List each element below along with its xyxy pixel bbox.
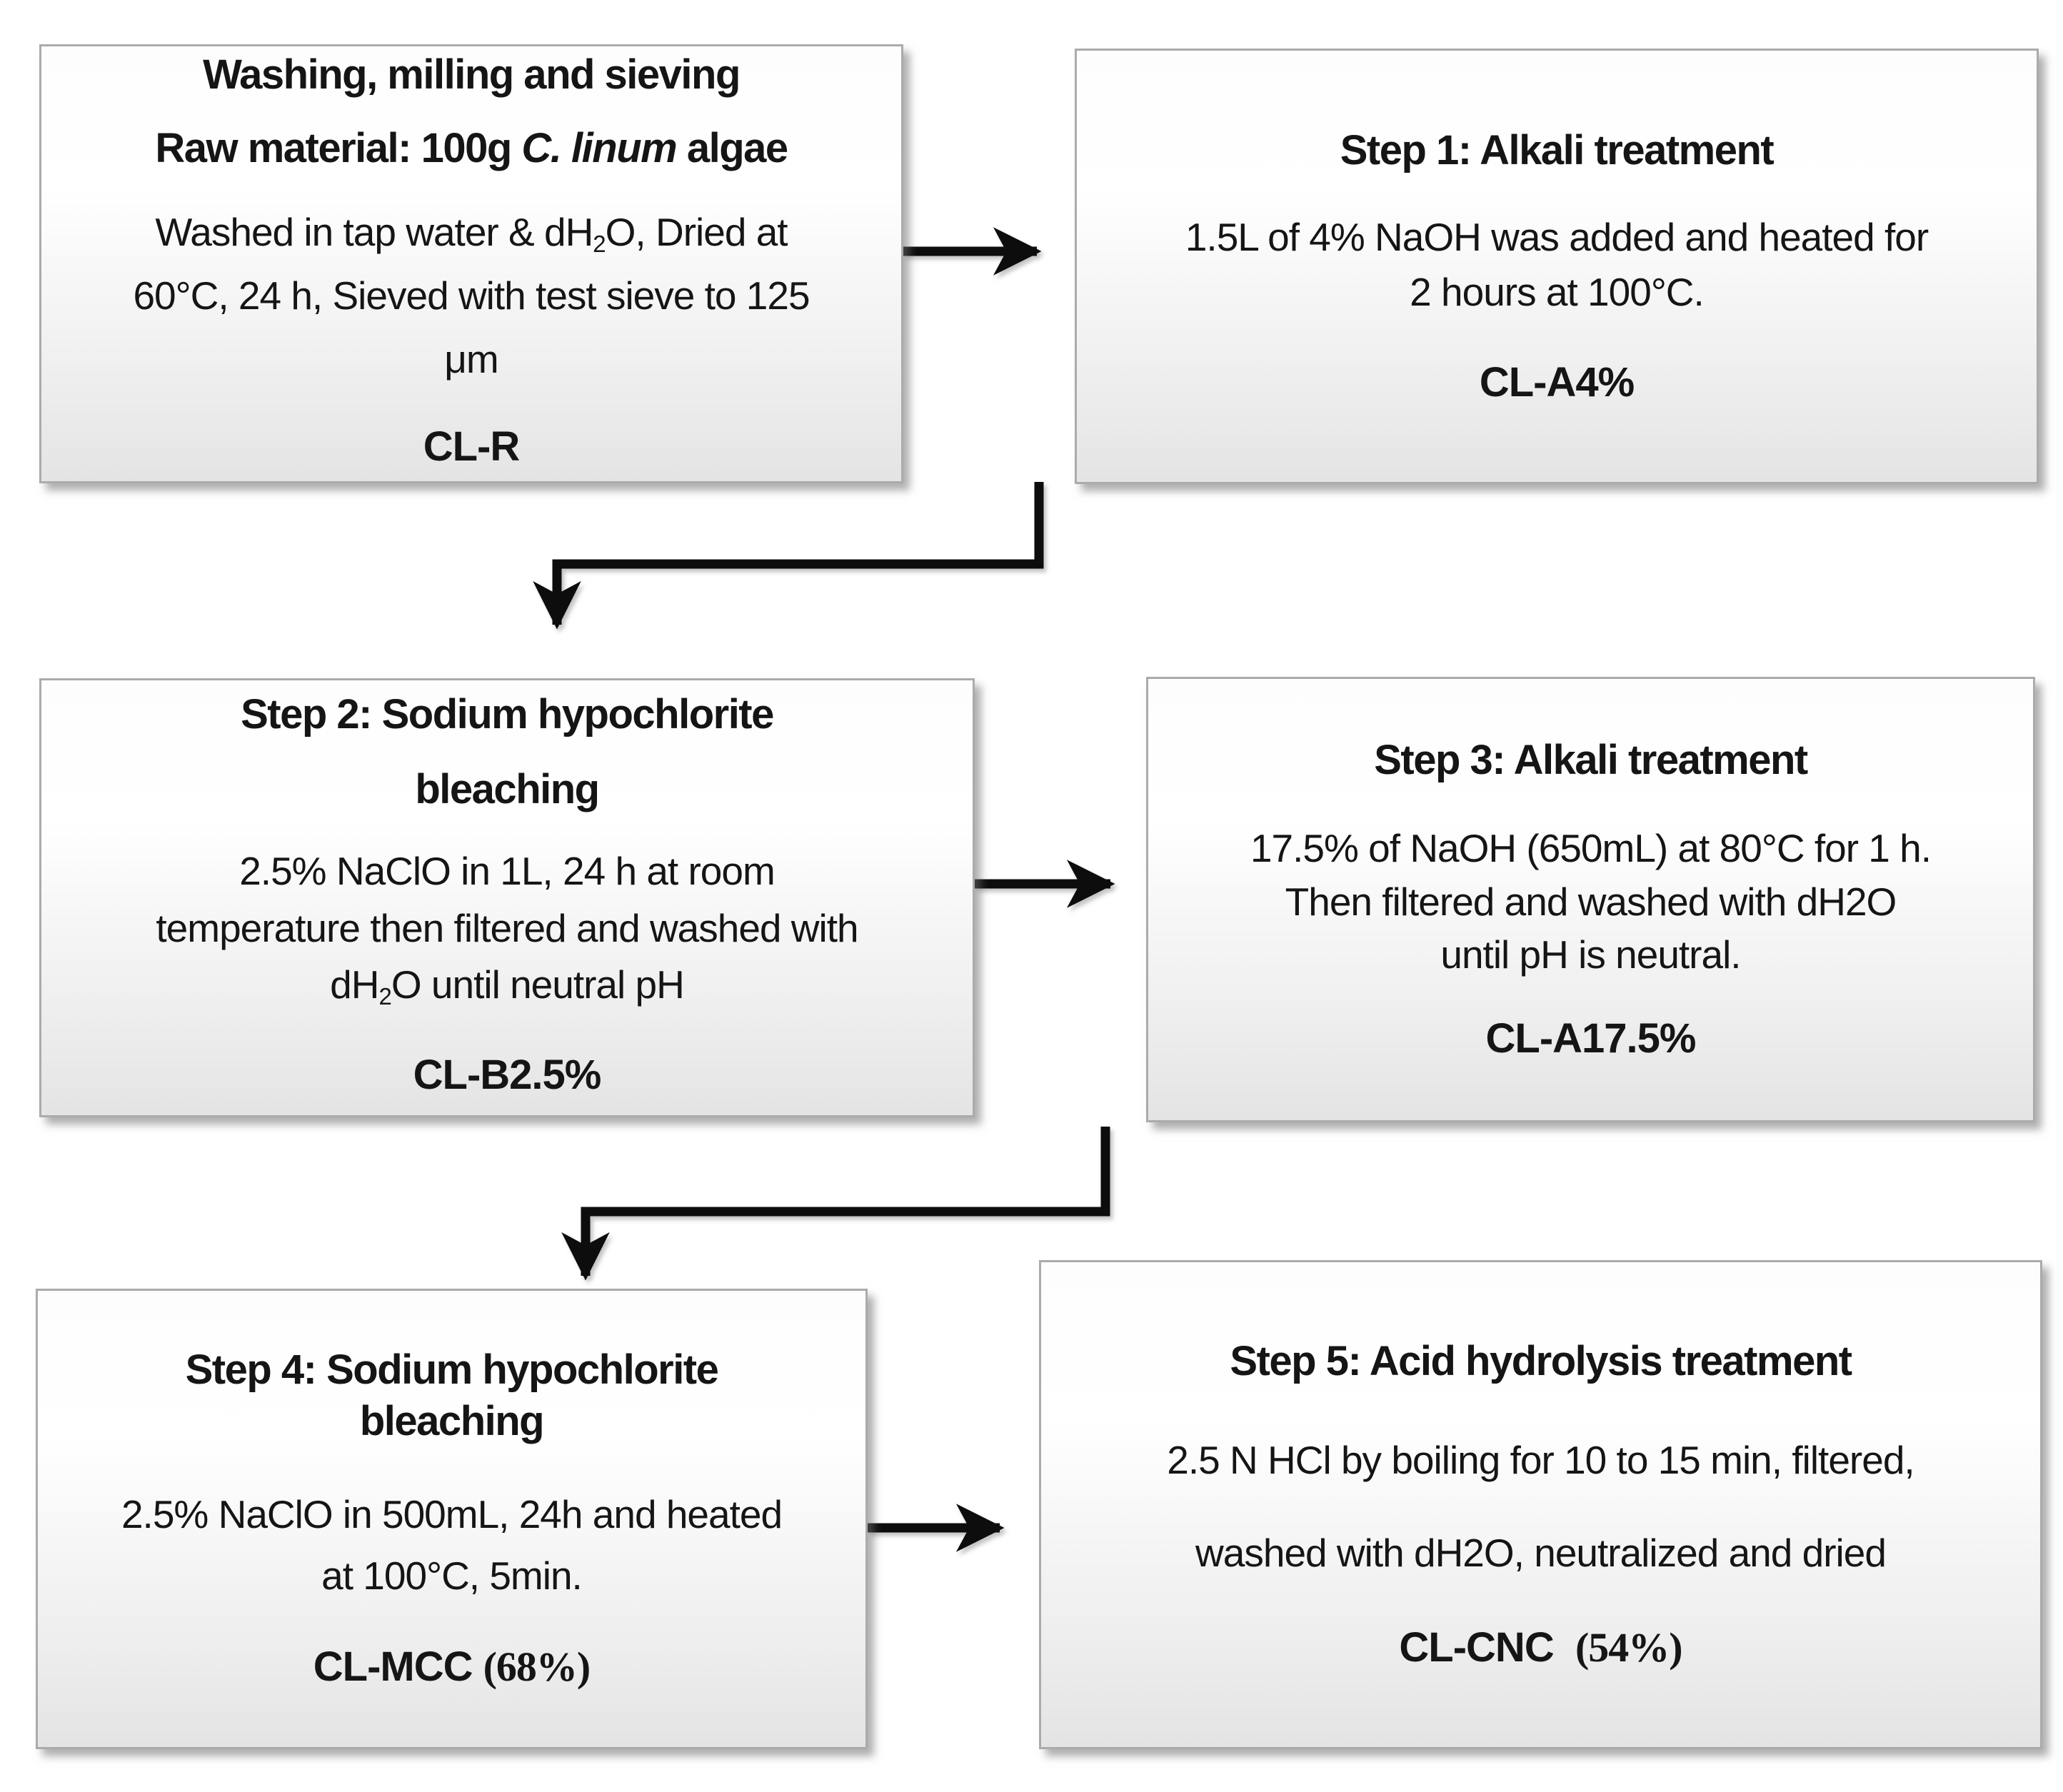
sample-code-label: CL-A17.5% (1485, 1015, 1697, 1062)
box-body-text: 1.5L of 4% NaOH was added and heated for… (1185, 214, 1929, 314)
box-body-text: 17.5% of NaOH (650mL) at 80°C for 1 h.Th… (1250, 825, 1932, 977)
box-body-text: 2.5 N HCl by boiling for 10 to 15 min, f… (1167, 1437, 1914, 1575)
sample-code-label: CL-A4% (1479, 358, 1635, 406)
flow-box-step5-acid-hydrolysis: Step 5: Acid hydrolysis treatment 2.5 N … (1039, 1260, 2042, 1749)
flow-box-step3-alkali-treatment: Step 3: Alkali treatment 17.5% of NaOH (… (1146, 677, 2035, 1122)
arrow-step1-to-step2 (533, 482, 1044, 630)
sample-code-label: CL-CNC (54%) (1399, 1624, 1682, 1671)
box-heading: Step 1: Alkali treatment (1340, 127, 1775, 174)
flow-box-step1-alkali-treatment: Step 1: Alkali treatment 1.5L of 4% NaOH… (1075, 49, 2039, 484)
sample-code-label: CL-B2.5% (413, 1052, 602, 1099)
box-heading: Step 3: Alkali treatment (1374, 737, 1808, 784)
arrow-step3-to-step4 (561, 1127, 1110, 1281)
sample-code-label: CL-MCC (68%) (313, 1643, 591, 1690)
box-heading: Step 5: Acid hydrolysis treatment (1230, 1338, 1852, 1385)
sample-code-label: CL-R (423, 423, 521, 470)
